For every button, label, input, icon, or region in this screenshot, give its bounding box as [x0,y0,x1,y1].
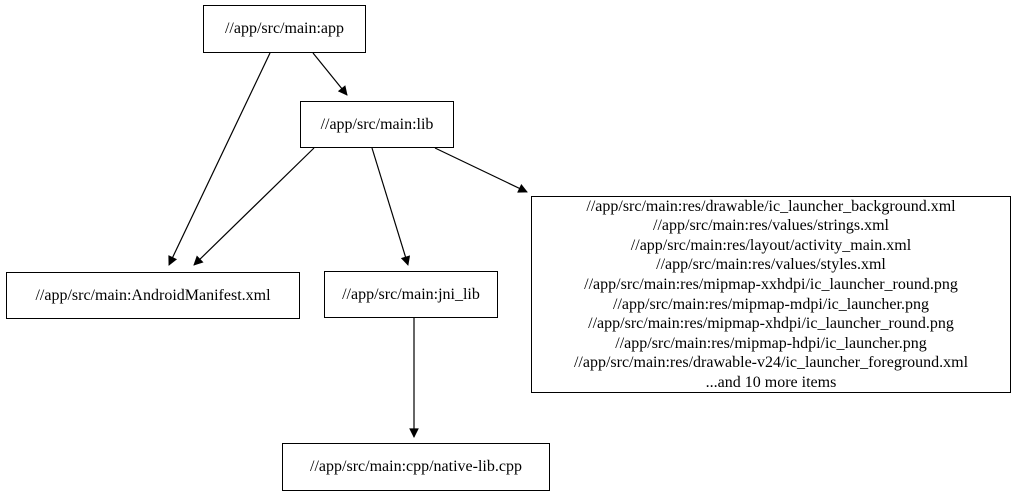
resource-item: //app/src/main:res/mipmap-mdpi/ic_launch… [613,295,929,313]
resource-item: //app/src/main:res/drawable-v24/ic_launc… [573,354,969,372]
edge-lib-to-manifest [193,147,315,266]
node-jni-lib: //app/src/main:jni_lib [324,271,498,318]
resource-item: //app/src/main:res/values/styles.xml [656,256,886,274]
resource-item: //app/src/main:res/mipmap-xhdpi/ic_launc… [588,315,954,333]
resource-item: //app/src/main:res/drawable/ic_launcher_… [586,197,956,215]
resource-item: //app/src/main:res/values/strings.xml [653,217,889,235]
node-jni-lib-label: //app/src/main:jni_lib [342,285,480,303]
node-android-manifest: //app/src/main:AndroidManifest.xml [6,272,300,319]
edge-app-to-lib [312,52,348,96]
node-native-lib-cpp-label: //app/src/main:cpp/native-lib.cpp [310,458,522,476]
edge-lib-to-jni-lib [371,147,411,266]
node-resource-group: //app/src/main:res/drawable/ic_launcher_… [531,196,1011,393]
resource-item: //app/src/main:res/layout/activity_main.… [630,236,912,254]
resource-item: //app/src/main:res/mipmap-hdpi/ic_launch… [615,334,927,352]
node-android-manifest-label: //app/src/main:AndroidManifest.xml [35,286,271,304]
node-lib-label: //app/src/main:lib [320,115,434,133]
resource-more-items: ...and 10 more items [705,373,837,391]
edge-app-to-manifest [168,52,271,266]
node-native-lib-cpp: //app/src/main:cpp/native-lib.cpp [282,443,550,491]
node-lib: //app/src/main:lib [300,101,454,148]
node-app-label: //app/src/main:app [224,20,345,38]
edge-lib-to-res-group [434,147,528,193]
resource-item: //app/src/main:res/mipmap-xxhdpi/ic_laun… [584,275,958,293]
node-app: //app/src/main:app [203,5,366,53]
